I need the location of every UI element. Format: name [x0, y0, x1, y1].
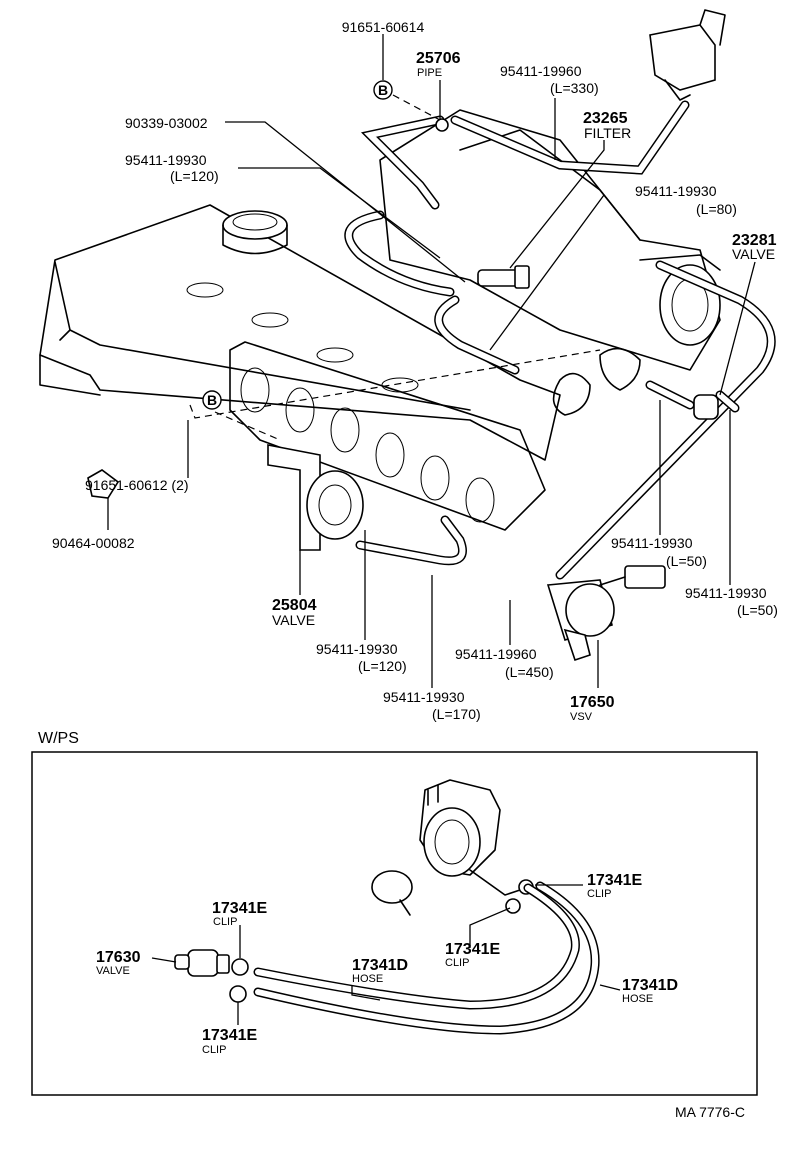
label-91651-60612: 91651-60612 (2) — [85, 477, 189, 493]
inset-label-17341d-b: 17341D — [622, 977, 678, 994]
label-23265-name: FILTER — [584, 125, 631, 141]
label-95411-19930-120b: 95411-19930 — [316, 641, 398, 657]
hose-lines — [344, 100, 776, 580]
inset-label-17341e-d: 17341E — [202, 1027, 257, 1044]
callout-b-left: B — [202, 390, 222, 410]
label-95411-19930-50a-len: (L=50) — [666, 553, 707, 569]
inset-label-17630: 17630 — [96, 949, 141, 966]
leader-lines — [107, 34, 756, 688]
inset-title: W/PS — [38, 730, 79, 747]
label-95411-19930-50b: 95411-19930 — [685, 585, 767, 601]
svg-text:B: B — [207, 392, 217, 408]
label-95411-19960-top-len: (L=330) — [550, 80, 599, 96]
label-17650-name: VSV — [570, 711, 593, 723]
label-95411-19930-50a: 95411-19930 — [611, 535, 693, 551]
inset-label-17341e-c-name: CLIP — [445, 957, 469, 969]
label-95411-19930-170: 95411-19930 — [383, 689, 465, 705]
label-25804-name: VALVE — [272, 612, 315, 628]
inset-label-17341e-d-name: CLIP — [202, 1044, 226, 1056]
label-95411-19930-120b-len: (L=120) — [358, 658, 407, 674]
label-23281: 23281 — [732, 232, 777, 249]
label-95411-19960-450: 95411-19960 — [455, 646, 537, 662]
label-95411-19960-top: 95411-19960 — [500, 63, 582, 79]
inset-frame — [31, 751, 758, 1096]
label-95411-19960-450-len: (L=450) — [505, 664, 554, 680]
inset-label-17341d-a-name: HOSE — [352, 973, 383, 985]
label-90339-03002: 90339-03002 — [125, 115, 208, 131]
label-95411-19930-120a: 95411-19930 — [125, 152, 207, 168]
inset-label-17341e-a-name: CLIP — [213, 916, 237, 928]
inset-label-17630-name: VALVE — [96, 965, 130, 977]
callout-b-top: B — [373, 80, 393, 100]
label-95411-19930-120a-len: (L=120) — [170, 168, 219, 184]
inset-label-17341d-a: 17341D — [352, 957, 408, 974]
inset-label-17341e-a: 17341E — [212, 900, 267, 917]
label-95411-19930-80: 95411-19930 — [635, 183, 717, 199]
small-parts — [87, 118, 719, 662]
inset-leaders — [151, 884, 621, 1025]
figure-code: MA 7776-C — [675, 1104, 745, 1120]
label-25706-name: PIPE — [417, 67, 442, 79]
inset-drawing — [174, 779, 600, 1035]
label-17650: 17650 — [570, 694, 615, 711]
inset-label-17341e-b: 17341E — [587, 872, 642, 889]
inset-label-17341e-c: 17341E — [445, 941, 500, 958]
svg-text:B: B — [378, 82, 388, 98]
label-23281-name: VALVE — [732, 246, 775, 262]
label-90464-00082: 90464-00082 — [52, 535, 135, 551]
inset-label-17341d-b-name: HOSE — [622, 993, 653, 1005]
label-91651-60614: 91651-60614 — [342, 19, 425, 35]
label-25706: 25706 — [416, 50, 461, 67]
label-23265: 23265 — [583, 110, 628, 127]
label-95411-19930-80-len: (L=80) — [696, 201, 737, 217]
label-25804: 25804 — [272, 597, 317, 614]
label-95411-19930-170-len: (L=170) — [432, 706, 481, 722]
label-95411-19930-50b-len: (L=50) — [737, 602, 778, 618]
inset-label-17341e-b-name: CLIP — [587, 888, 611, 900]
